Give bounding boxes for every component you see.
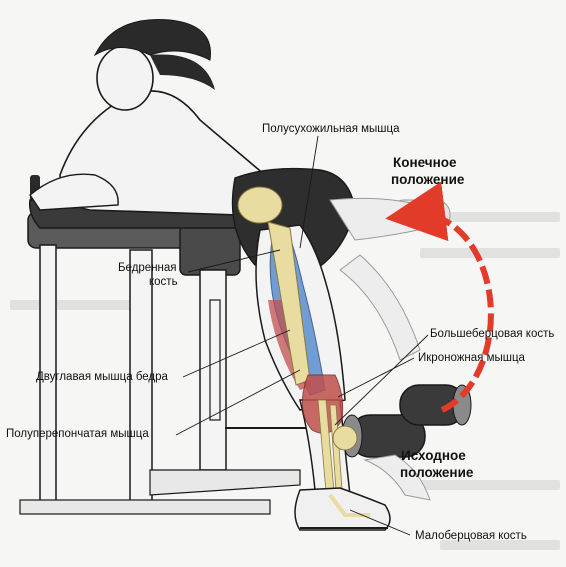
final-position-label-line1: Конечное: [393, 155, 457, 170]
tibia-label: Большеберцовая кость: [430, 328, 555, 340]
start-position-label-line2: положение: [400, 465, 474, 480]
background-text-line: [440, 540, 560, 550]
background-text-line: [420, 480, 560, 490]
femur-label-line2: кость: [149, 276, 178, 288]
start-position-label-line1: Исходное: [401, 448, 466, 463]
background-text-line: [400, 212, 560, 222]
final-position-label-line2: положение: [391, 172, 465, 187]
gastrocnemius-label: Икроножная мышца: [418, 352, 525, 364]
background-text-line: [10, 300, 130, 310]
background-text-line: [420, 248, 560, 258]
biceps-femoris-label: Двуглавая мышца бедра: [36, 371, 168, 383]
femur-label-line1: Бедренная: [118, 262, 177, 274]
anatomical-leg: [255, 221, 391, 531]
semitendinosus-label: Полусухожильная мышца: [262, 123, 400, 135]
semimembranosus-label: Полуперепончатая мышца: [6, 428, 149, 440]
fibula-label: Малоберцовая кость: [415, 530, 527, 542]
motion-arrow: [385, 181, 494, 413]
leader-lines: [175, 135, 429, 536]
